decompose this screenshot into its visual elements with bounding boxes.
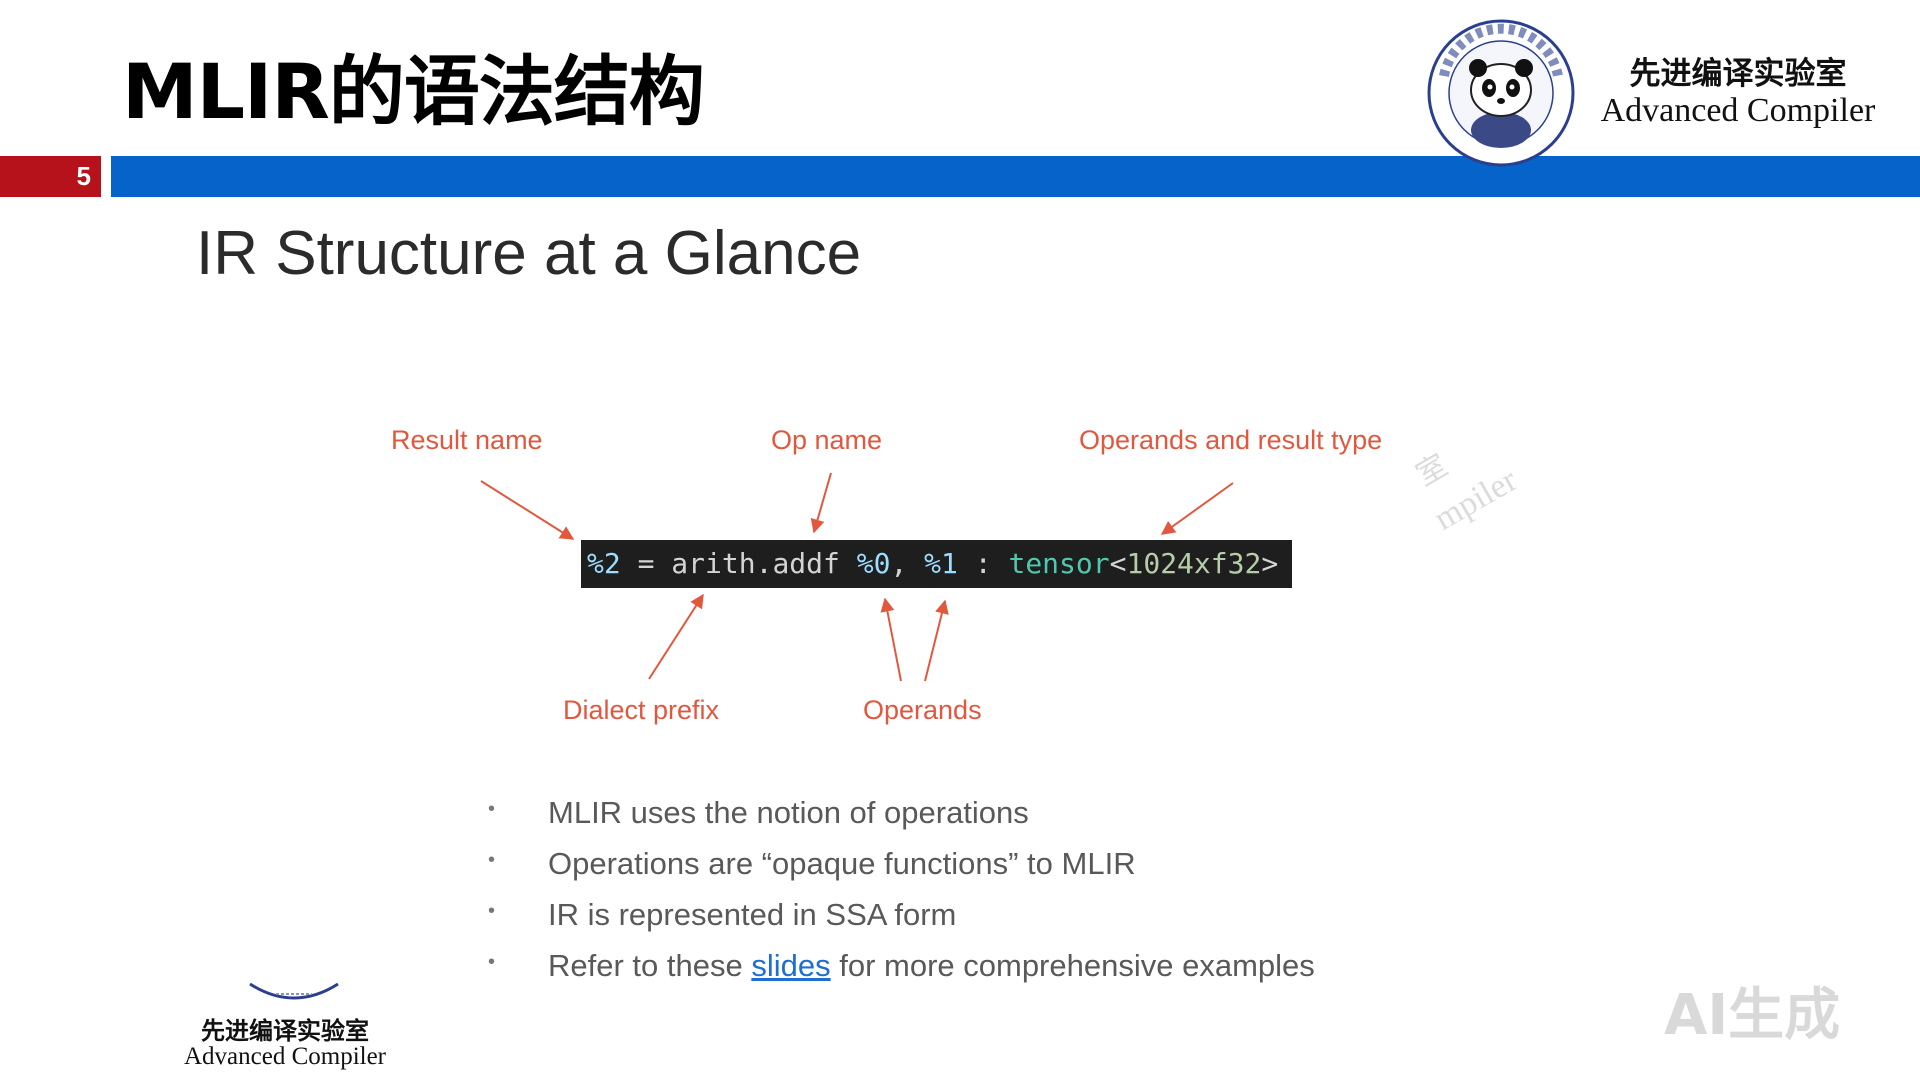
code-colon: : <box>957 547 1009 580</box>
bullet-text: Refer to these slides for more comprehen… <box>548 948 1315 984</box>
code-snippet: %2 = arith.addf %0, %1 : tensor<1024xf32… <box>581 540 1292 588</box>
slide-subtitle: IR Structure at a Glance <box>196 219 862 288</box>
code-operand-0: %0 <box>856 547 891 580</box>
footer-logo-icon <box>249 982 339 1000</box>
arrow-operand-1 <box>924 599 949 682</box>
lab-name-en: Advanced Compiler <box>1600 92 1876 129</box>
lab-name-cn: 先进编译实验室 <box>1629 56 1847 92</box>
annotation-op-name: Op name <box>771 425 883 455</box>
svg-text:室: 室 <box>1410 448 1453 493</box>
bullet-text-before: Refer to these <box>548 948 752 983</box>
code-operand-1: %1 <box>924 547 958 580</box>
annotation-dialect-prefix: Dialect prefix <box>563 695 720 725</box>
footer-lab-name-en: Advanced Compiler <box>183 1043 387 1070</box>
slide-title: MLIR的语法结构 <box>122 47 705 136</box>
lab-logo <box>1427 19 1575 167</box>
bullet-dot-icon: • <box>488 951 496 973</box>
code-comma: , <box>890 547 925 580</box>
code-gt: > <box>1261 547 1279 580</box>
bullet-text: MLIR uses the notion of operations <box>548 795 1029 830</box>
arrow-result-name <box>480 480 575 540</box>
annotation-operands: Operands <box>863 695 982 725</box>
code-result: %2 <box>587 547 621 580</box>
bullet-dot-icon: • <box>488 849 496 871</box>
footer-lab-name-cn: 先进编译实验室 <box>201 1016 369 1045</box>
bullet-dot-icon: • <box>488 900 496 922</box>
slides-link[interactable]: slides <box>751 948 831 983</box>
annotation-operands-and-result-type: Operands and result type <box>1079 425 1383 455</box>
code-shape: 1024xf32 <box>1126 547 1262 580</box>
bullet-dot-icon: • <box>488 798 496 820</box>
annotation-result-name: Result name <box>391 425 543 455</box>
arrow-operand-0 <box>880 597 902 682</box>
code-equals: = <box>620 547 672 580</box>
code-type-name: tensor <box>1008 547 1110 580</box>
ai-generated-badge: AI生成 <box>1664 983 1841 1048</box>
arrow-dialect-prefix <box>648 593 704 680</box>
arrow-op-name <box>810 472 832 534</box>
code-lt: < <box>1109 547 1127 580</box>
page-number: 5 <box>0 156 101 197</box>
header-bar <box>111 156 1920 197</box>
bullet-text: Operations are “opaque functions” to MLI… <box>548 846 1136 881</box>
code-op-name: arith.addf <box>671 547 857 580</box>
arrow-result-type <box>1160 482 1234 535</box>
bullet-text-after: for more comprehensive examples <box>830 948 1315 983</box>
bullet-text: IR is represented in SSA form <box>548 897 957 932</box>
